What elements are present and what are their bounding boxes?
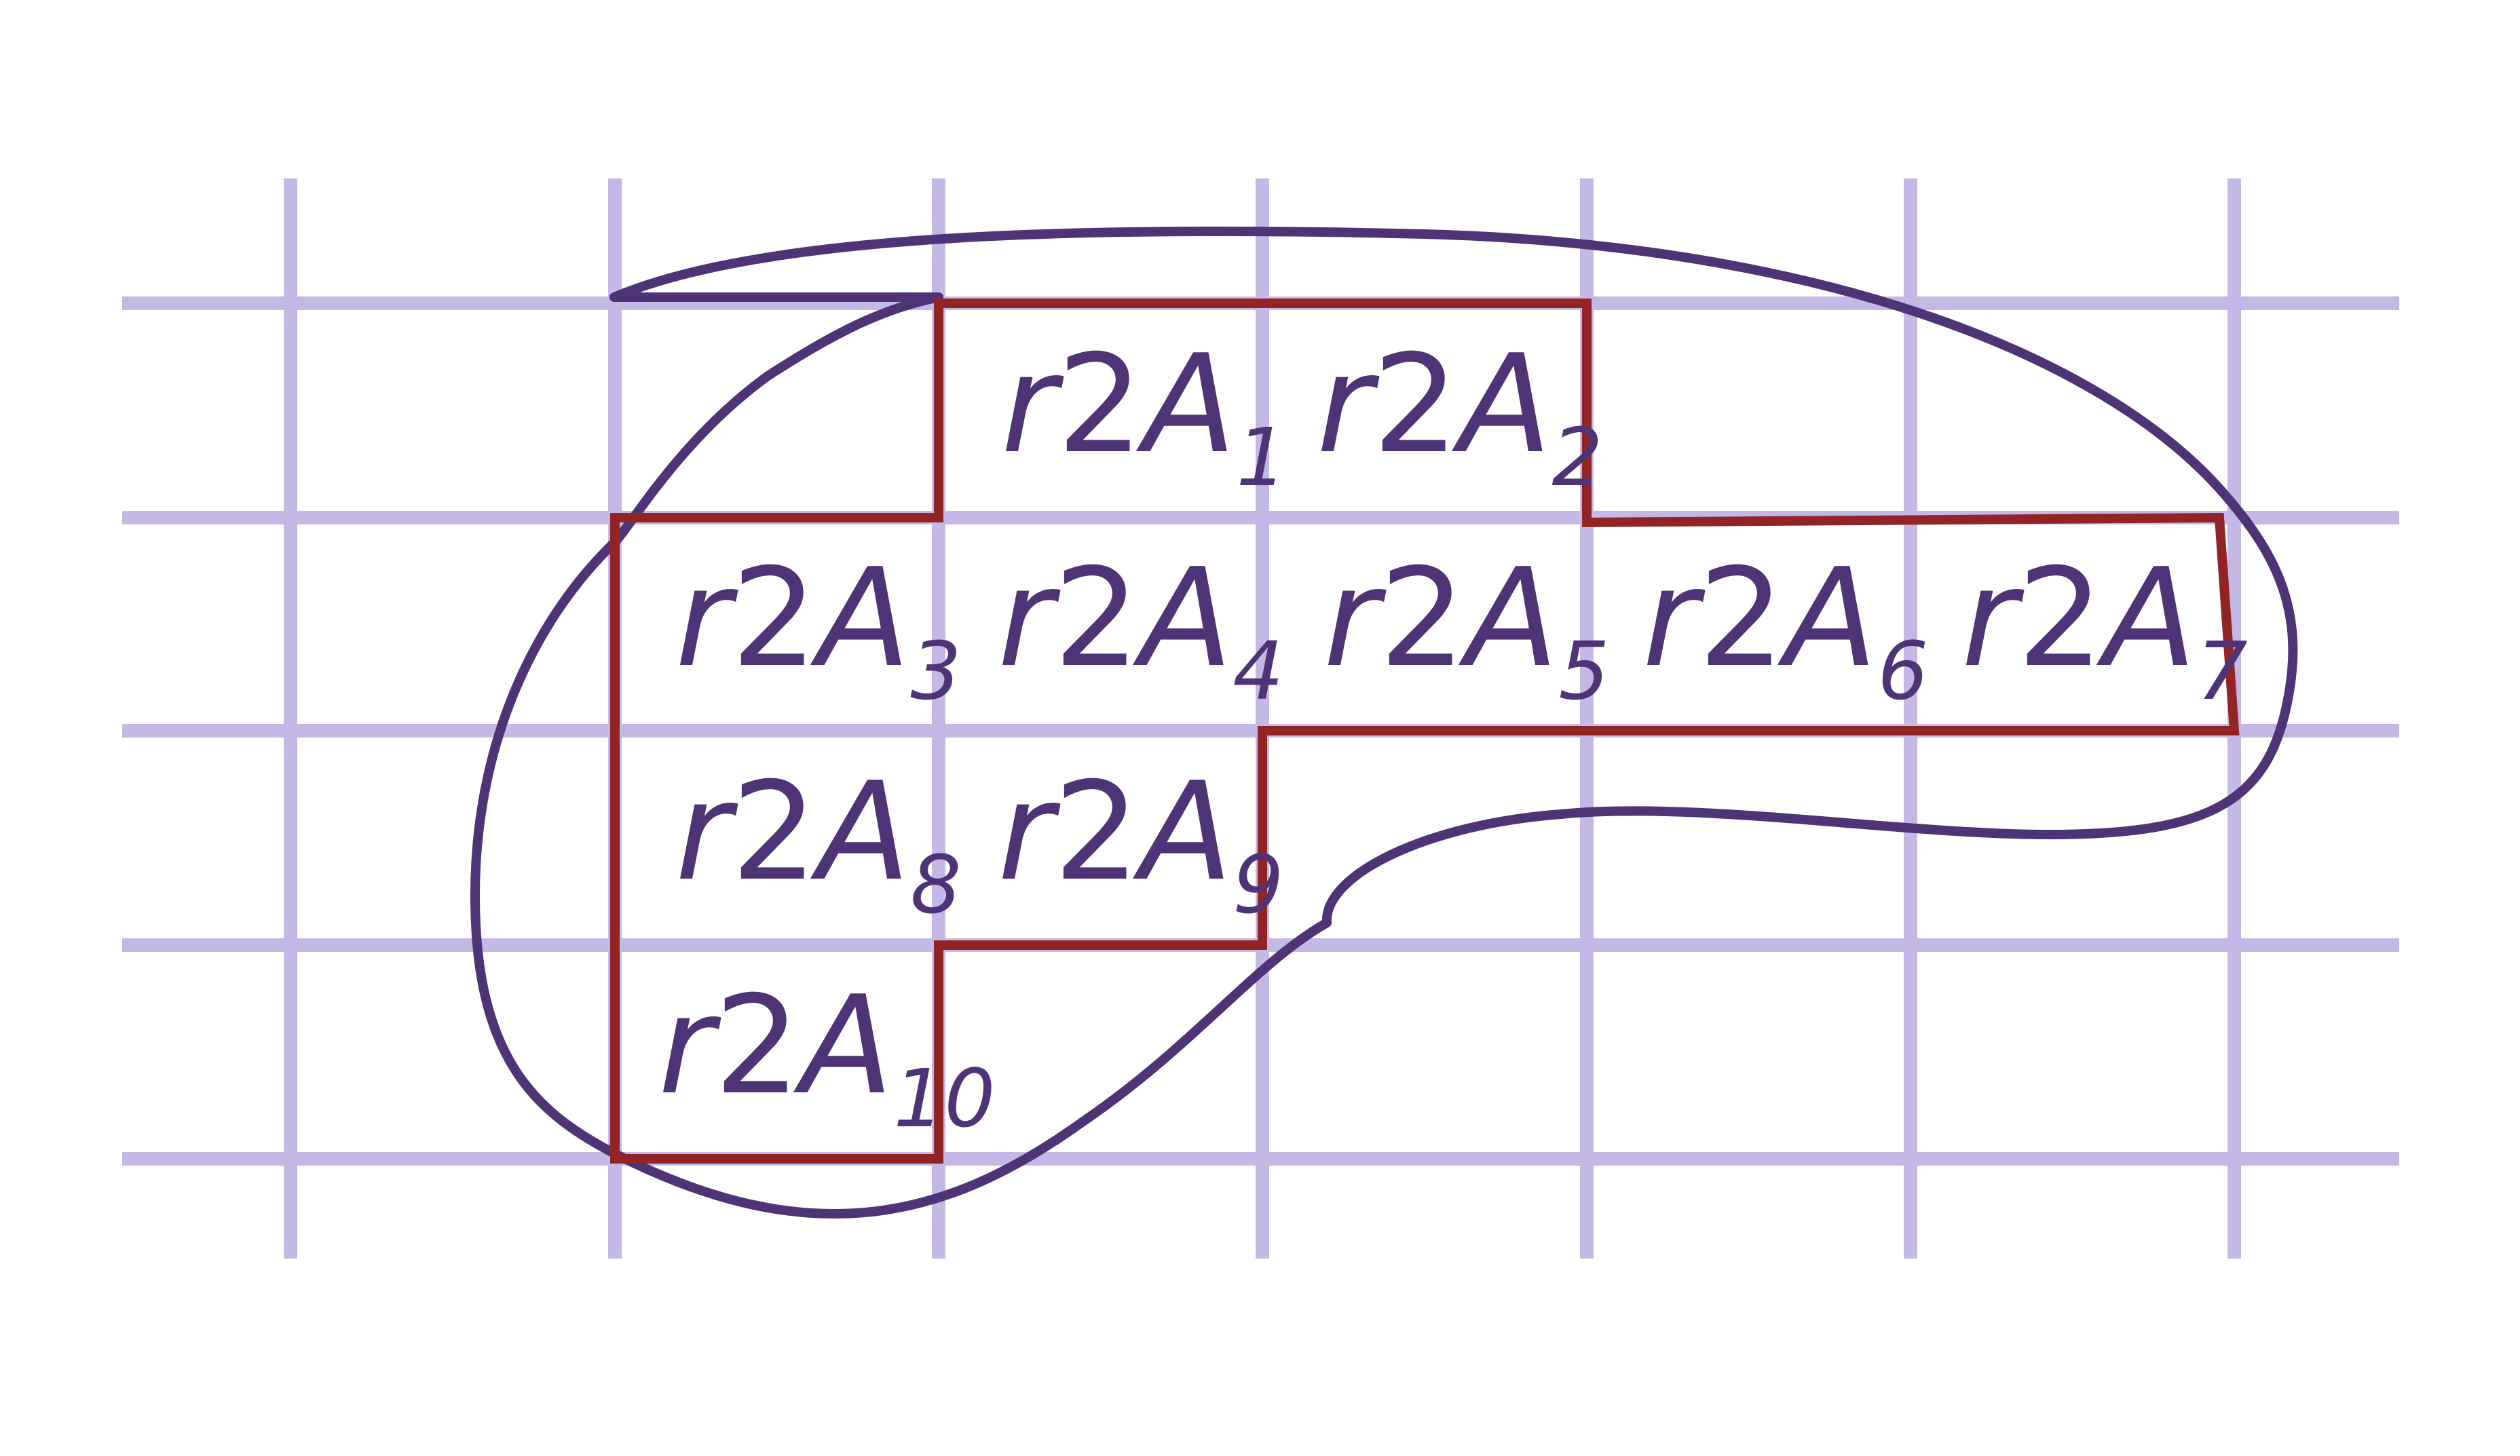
label-base: r <box>998 753 1061 911</box>
label-subscript: 3 <box>910 624 961 718</box>
cell-label-2: r2A2 <box>1317 326 1602 504</box>
label-power: 2 <box>731 539 817 697</box>
cell-label-3: r2A3 <box>675 539 961 718</box>
label-base: r <box>1001 326 1064 484</box>
label-subscript: 10 <box>893 1052 995 1145</box>
label-name: A <box>1451 326 1552 484</box>
label-power: 2 <box>1379 539 1465 697</box>
label-name: A <box>810 539 910 697</box>
cell-label-8: r2A8 <box>675 753 961 932</box>
label-subscript: 4 <box>1233 624 1283 718</box>
cell-label-9: r2A9 <box>998 753 1283 932</box>
background-grid <box>122 178 2399 1259</box>
cell-label-7: r2A7 <box>1961 539 2247 718</box>
label-subscript: 2 <box>1552 410 1602 504</box>
label-base: r <box>1317 326 1380 484</box>
label-power: 2 <box>2017 539 2103 697</box>
label-subscript: 8 <box>910 838 961 932</box>
label-power: 2 <box>1372 326 1459 484</box>
label-name: A <box>793 967 893 1125</box>
label-name: A <box>1132 753 1233 911</box>
label-base: r <box>1961 539 2025 697</box>
label-name: A <box>1132 539 1233 697</box>
label-base: r <box>998 539 1061 697</box>
cell-label-6: r2A6 <box>1642 539 1928 718</box>
label-base: r <box>675 753 738 911</box>
label-subscript: 5 <box>1558 624 1609 718</box>
region-boundary <box>470 226 2298 1219</box>
label-subscript: 1 <box>1236 410 1287 504</box>
label-name: A <box>810 753 910 911</box>
cell-label-10: r2A10 <box>658 967 995 1145</box>
label-subscript: 9 <box>1233 838 1283 932</box>
inner-squares-outline <box>610 299 2240 1164</box>
label-power: 2 <box>714 967 800 1125</box>
label-name: A <box>1458 539 1558 697</box>
label-name: A <box>1135 326 1236 484</box>
label-power: 2 <box>1053 753 1140 911</box>
label-power: 2 <box>1698 539 1784 697</box>
label-base: r <box>675 539 738 697</box>
label-base: r <box>658 967 721 1125</box>
label-name: A <box>1777 539 1877 697</box>
label-base: r <box>1323 539 1387 697</box>
label-subscript: 7 <box>2196 624 2247 718</box>
cell-label-1: r2A1 <box>1001 326 1287 504</box>
label-power: 2 <box>1057 326 1143 484</box>
label-subscript: 6 <box>1877 624 1928 718</box>
label-power: 2 <box>1053 539 1140 697</box>
label-power: 2 <box>731 753 817 911</box>
cell-label-5: r2A5 <box>1323 539 1609 718</box>
label-base: r <box>1642 539 1706 697</box>
label-name: A <box>2096 539 2196 697</box>
cell-label-4: r2A4 <box>998 539 1283 718</box>
